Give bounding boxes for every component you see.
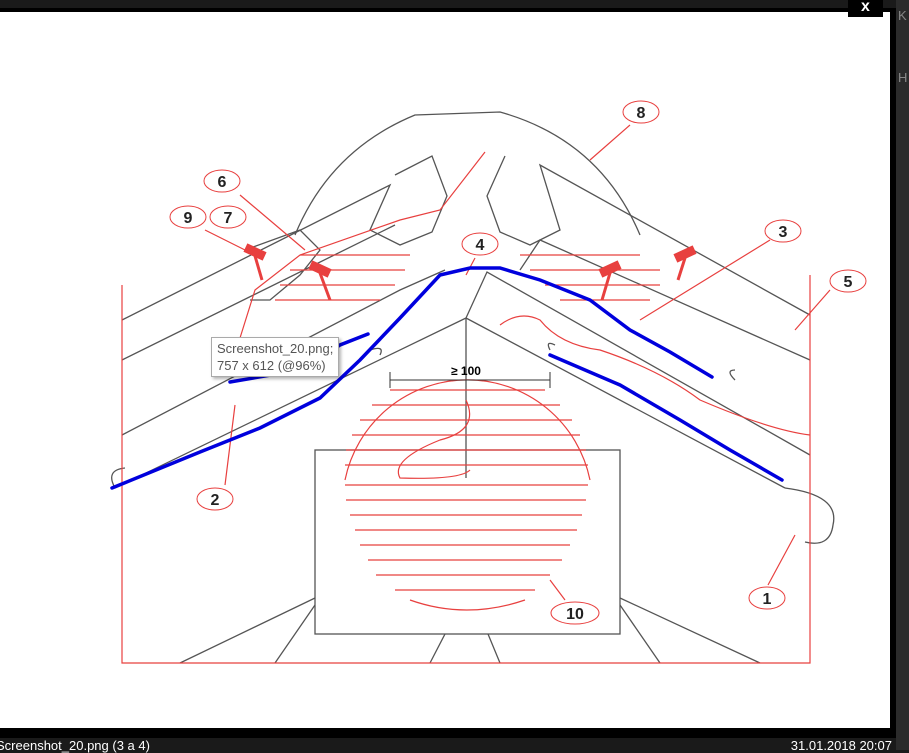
svg-text:4: 4: [476, 237, 485, 254]
file-tooltip: Screenshot_20.png; 757 x 612 (@96%): [211, 337, 340, 377]
side-letter: K: [898, 8, 907, 23]
right-panel-2: [519, 239, 811, 361]
callout-7: 7: [209, 205, 247, 229]
ridge-drawing: ≥ 100 8 6 9 7 4 3 5 2 1 10: [110, 100, 867, 664]
svg-text:9: 9: [184, 210, 193, 227]
image-caption: Screenshot_20.png (3 a 4): [0, 738, 150, 753]
left-panel-4: [114, 317, 467, 489]
close-button[interactable]: x: [848, 0, 883, 17]
dimension-100: ≥ 100: [389, 364, 551, 388]
dimension-label: ≥ 100: [451, 364, 481, 378]
callout-2: 2: [196, 487, 234, 511]
blue-annotations: [110, 266, 784, 490]
callout-3: 3: [764, 219, 802, 243]
sealant-profile: [229, 151, 811, 436]
flashing-hook: [784, 487, 835, 544]
svg-text:7: 7: [224, 210, 233, 227]
background-window-strip: K H: [896, 0, 909, 750]
caption-bar: Screenshot_20.png (3 a 4) 31.01.2018 20:…: [0, 738, 896, 753]
svg-text:5: 5: [844, 274, 853, 291]
svg-text:3: 3: [779, 224, 788, 241]
left-panel-3: [121, 269, 446, 436]
svg-text:2: 2: [211, 492, 220, 509]
right-panel-4: [465, 317, 786, 489]
tooltip-filename: Screenshot_20.png;: [217, 341, 334, 356]
ridge-cap-arch: [294, 111, 641, 236]
callout-5: 5: [829, 269, 867, 293]
callout-6: 6: [203, 169, 241, 193]
svg-text:1: 1: [763, 591, 772, 608]
image-datetime: 31.01.2018 20:07: [790, 738, 892, 753]
callout-4: 4: [461, 232, 499, 256]
left-panel-2: [121, 224, 396, 361]
tooltip-dimensions: 757 x 612 (@96%): [217, 358, 326, 373]
svg-text:10: 10: [566, 606, 584, 623]
callout-1: 1: [748, 586, 786, 610]
left-panel-top: [121, 155, 448, 321]
svg-text:8: 8: [637, 105, 646, 122]
right-panel-top: [486, 155, 811, 316]
screw-heads: [243, 243, 697, 278]
hatch-lines: [275, 254, 660, 591]
side-letter: H: [898, 70, 908, 85]
svg-text:6: 6: [218, 174, 227, 191]
callout-10: 10: [550, 601, 600, 625]
right-panel-3: [465, 271, 811, 456]
bead: [397, 399, 471, 479]
callout-9: 9: [169, 205, 207, 229]
image-panel: ≥ 100 8 6 9 7 4 3 5 2 1 10: [0, 12, 890, 728]
callout-8: 8: [622, 100, 660, 124]
left-sheet: [244, 229, 321, 301]
